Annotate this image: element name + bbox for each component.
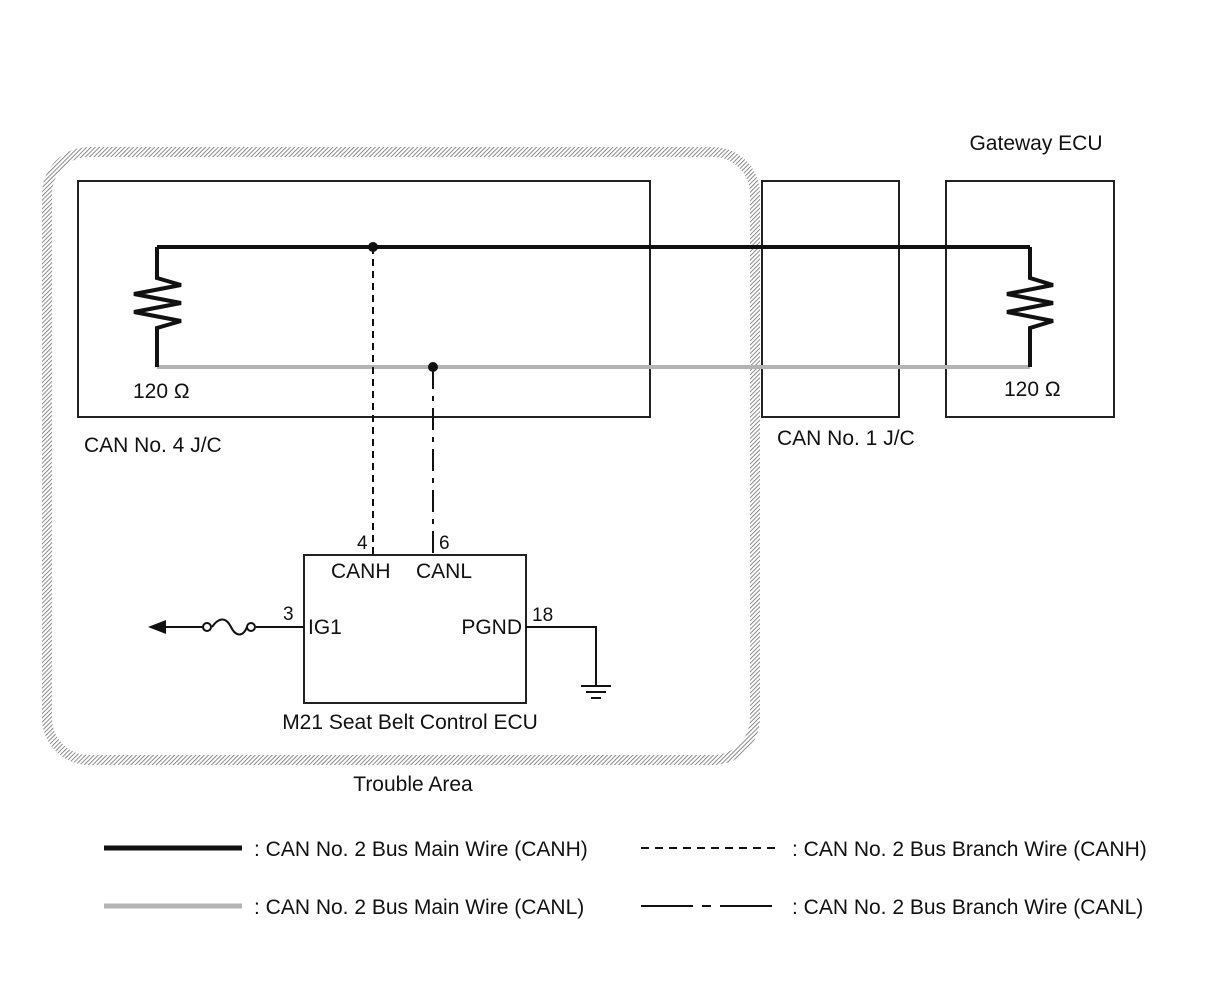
legend-main-canh-label: : CAN No. 2 Bus Main Wire (CANH) — [254, 838, 588, 861]
resistor-left-label: 120 Ω — [133, 380, 190, 403]
gateway-ecu-box — [945, 180, 1115, 418]
resistor-left-icon — [133, 247, 182, 367]
can-no1-jc-label: CAN No. 1 J/C — [777, 427, 915, 450]
trouble-area-label: Trouble Area — [353, 773, 473, 796]
can-no4-jc-label: CAN No. 4 J/C — [84, 434, 222, 457]
pin-ig1-label: IG1 — [308, 616, 342, 639]
pin-3-number: 3 — [283, 604, 294, 625]
can-no1-jc-box — [761, 180, 900, 418]
pin-18-number: 18 — [532, 605, 553, 626]
pin-4-number: 4 — [357, 533, 368, 554]
can-no4-jc-box — [77, 180, 651, 418]
legend-branch-canh-label: : CAN No. 2 Bus Branch Wire (CANH) — [792, 838, 1147, 861]
pin-pgnd-label: PGND — [461, 616, 522, 639]
pin-6-number: 6 — [439, 533, 450, 554]
legend-main-canl-label: : CAN No. 2 Bus Main Wire (CANL) — [254, 896, 584, 919]
resistor-right-icon — [1006, 247, 1054, 367]
arrow-left-icon — [148, 620, 166, 634]
resistor-right-label: 120 Ω — [1004, 378, 1061, 401]
seat-belt-ecu-box — [303, 554, 527, 704]
ground-icon — [581, 685, 611, 699]
pgnd-wire — [526, 626, 597, 685]
gateway-ecu-title: Gateway ECU — [969, 132, 1102, 155]
fuse-icon — [202, 618, 256, 636]
pin-canl-label: CANL — [416, 560, 472, 583]
trouble-area-border — [42, 147, 760, 765]
pin-canh-label: CANH — [331, 560, 391, 583]
legend-branch-canl-label: : CAN No. 2 Bus Branch Wire (CANL) — [792, 896, 1143, 919]
seat-belt-ecu-label: M21 Seat Belt Control ECU — [282, 711, 538, 734]
